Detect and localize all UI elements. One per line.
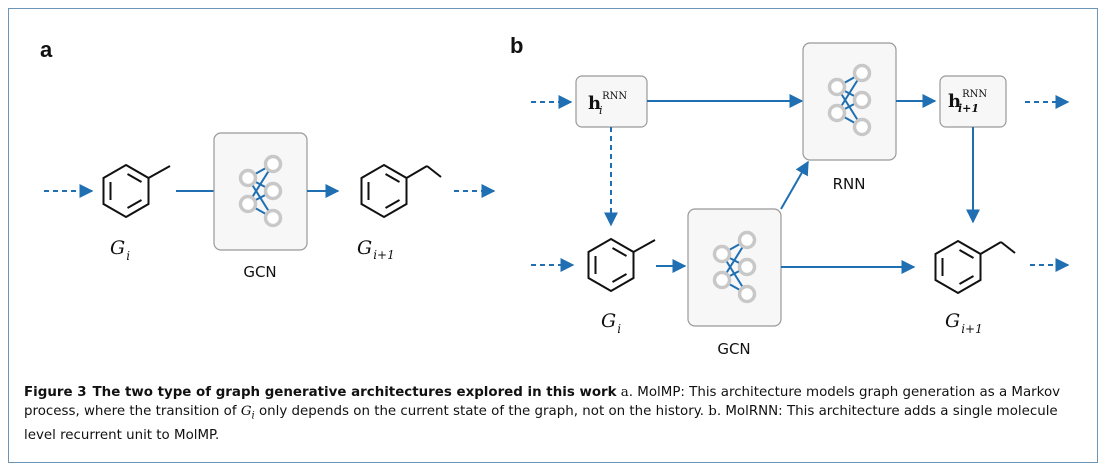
panel-b-next-hidden-state-subscript: i+1	[958, 102, 979, 115]
panel-b-input-graph-label: Gi	[601, 310, 621, 336]
caption-math-subscript: i	[251, 410, 255, 422]
figure-caption: Figure 3 The two type of graph generative…	[24, 383, 1084, 445]
caption-part-b-text: . MolRNN: This architecture adds a singl…	[24, 404, 1058, 443]
caption-math-symbol: G	[240, 404, 252, 419]
caption-figure-number: Figure 3	[24, 385, 87, 400]
panel-b-letter: b	[510, 33, 523, 58]
figure-frame	[8, 8, 1098, 463]
panel-b-gcn-label: GCN	[717, 340, 750, 358]
figure-diagram: a GCN Gi Gi+1 b hRNN i RNN hRNN i+1 GCN	[40, 33, 1070, 358]
caption-part-a-text-2: only depends on the current state of the…	[254, 404, 709, 419]
caption-part-b-marker: b	[708, 404, 717, 419]
panel-a-letter: a	[40, 37, 53, 62]
panel-b-next-hidden-state-label: hRNN	[948, 89, 987, 112]
panel-b-gcn-to-rnn-arrow	[780, 160, 809, 210]
panel-a-input-molecule	[102, 164, 171, 218]
panel-a-gcn-label: GCN	[243, 263, 276, 281]
panel-a-output-graph-symbol: G	[357, 237, 372, 259]
panel-b-next-hidden-state-superscript: RNN	[962, 89, 987, 100]
panel-b-hidden-state-label: hRNN	[588, 91, 627, 114]
caption-title: The two type of graph generative archite…	[92, 385, 617, 400]
panel-b-output-molecule	[934, 240, 1016, 294]
panel-a-output-molecule	[360, 164, 442, 218]
panel-b-gcn-box	[687, 208, 782, 327]
panel-b-input-graph-subscript: i	[617, 322, 621, 336]
panel-a-gcn-box	[213, 132, 308, 251]
panel-b-output-graph-symbol: G	[945, 310, 960, 332]
panel-a-input-graph-subscript: i	[126, 249, 130, 263]
panel-a-output-graph-label: Gi+1	[357, 237, 395, 262]
panel-b-hidden-state-symbol: h	[588, 93, 601, 114]
panel-b-hidden-state-superscript: RNN	[602, 91, 627, 102]
caption-part-a-text-1: . MolMP: This architecture models graph …	[24, 385, 1061, 419]
panel-b-input-molecule	[587, 238, 656, 292]
panel-b-output-graph-subscript: i+1	[961, 322, 983, 336]
panel-b-input-graph-symbol: G	[601, 310, 616, 332]
panel-b-rnn-box	[802, 42, 897, 161]
panel-b-output-graph-label: Gi+1	[945, 310, 983, 336]
panel-a-input-graph-symbol: G	[110, 237, 125, 259]
panel-a-input-graph-label: Gi	[110, 237, 130, 263]
panel-b-rnn-label: RNN	[833, 175, 866, 193]
panel-b-next-hidden-state-symbol: h	[948, 91, 961, 112]
panel-b-hidden-state-subscript: i	[599, 104, 603, 117]
caption-part-a-marker: a	[620, 385, 629, 400]
panel-a-output-graph-subscript: i+1	[373, 248, 395, 262]
